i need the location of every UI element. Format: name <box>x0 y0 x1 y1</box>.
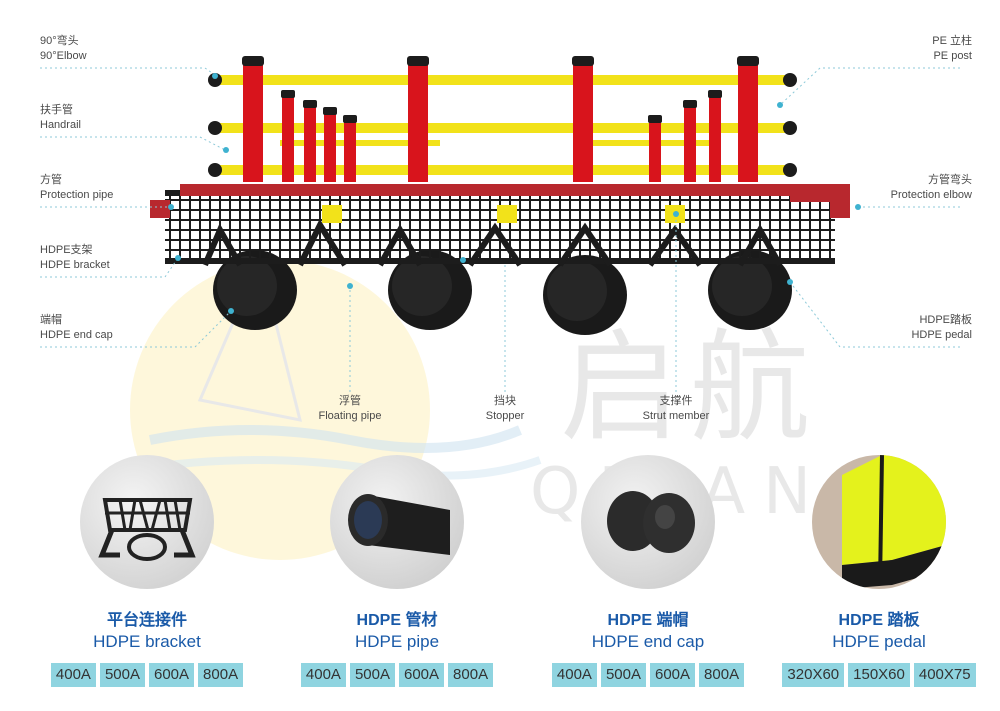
size-list: 400A 500A 600A 800A <box>32 663 262 687</box>
product-end-cap: HDPE 端帽 HDPE end cap 400A 500A 600A 800A <box>533 455 763 687</box>
size-tag: 600A <box>650 663 696 687</box>
pe-post <box>243 62 263 182</box>
size-tag: 600A <box>399 663 445 687</box>
pipe-end-cap <box>547 261 607 321</box>
post-cap <box>407 56 429 66</box>
size-list: 400A 500A 600A 800A <box>533 663 763 687</box>
watermark-cn: 启航 <box>560 319 820 458</box>
handrail <box>215 75 790 85</box>
size-tag: 400A <box>300 663 346 687</box>
elbow-cap <box>208 163 222 177</box>
post-cap <box>281 90 295 98</box>
elbow-cap <box>208 121 222 135</box>
post-cap <box>648 115 662 123</box>
callout-dots <box>168 73 861 314</box>
pe-post <box>344 120 356 182</box>
handrail-inner <box>280 140 440 146</box>
product-name-cn: HDPE 端帽 <box>607 612 689 629</box>
pe-post <box>573 62 593 182</box>
size-tag: 800A <box>448 663 494 687</box>
pe-post <box>408 62 428 182</box>
pe-post <box>684 105 696 182</box>
floating-pipes <box>213 250 792 335</box>
product-pedal: HDPE 踏板 HDPE pedal 320X60 150X60 400X75 <box>764 455 994 687</box>
size-tag: 800A <box>198 663 244 687</box>
pipe-end-cap <box>392 256 452 316</box>
elbow-cap <box>783 73 797 87</box>
pipe-end-cap <box>712 256 772 316</box>
elbow-cap <box>783 121 797 135</box>
elbow-cap <box>783 163 797 177</box>
product-name-en: HDPE bracket <box>93 632 201 651</box>
pipe-photo <box>330 455 464 589</box>
post-cap <box>708 90 722 98</box>
product-name-cn: HDPE 踏板 <box>838 612 920 629</box>
pe-post <box>282 95 294 182</box>
post-cap <box>303 100 317 108</box>
pe-post <box>738 62 758 182</box>
protection-pipe <box>150 184 850 218</box>
product-bracket: 平台连接件 HDPE bracket 400A 500A 600A 800A <box>32 455 262 687</box>
product-name-cn: HDPE 管材 <box>356 612 438 629</box>
handrail <box>215 165 790 175</box>
pe-post <box>324 112 336 182</box>
post-cap <box>683 100 697 108</box>
size-tag: 150X60 <box>848 663 910 687</box>
pipe-end-cap <box>217 256 277 316</box>
size-list: 320X60 150X60 400X75 <box>764 663 994 687</box>
product-name-en: HDPE pedal <box>832 632 926 651</box>
product-name-cn: 平台连接件 <box>106 612 187 629</box>
size-tag: 320X60 <box>782 663 845 687</box>
elbow-cap <box>208 73 222 87</box>
floating-platform-diagram <box>40 56 960 392</box>
callout-lines <box>40 67 960 392</box>
size-tag: 500A <box>99 663 145 687</box>
size-tag: 500A <box>600 663 646 687</box>
size-tag: 400A <box>50 663 96 687</box>
product-name-en: HDPE end cap <box>591 632 705 651</box>
post-cap <box>343 115 357 123</box>
size-tag: 600A <box>149 663 195 687</box>
product-name-en: HDPE pipe <box>354 632 440 651</box>
pe-post <box>304 105 316 182</box>
size-list: 400A 500A 600A 800A <box>282 663 512 687</box>
post-cap <box>242 56 264 66</box>
product-pipe: HDPE 管材 HDPE pipe 400A 500A 600A 800A <box>282 455 512 687</box>
pe-post <box>709 95 721 182</box>
post-cap <box>323 107 337 115</box>
pe-post <box>649 120 661 182</box>
size-tag: 800A <box>699 663 745 687</box>
bracket-photo <box>80 455 214 589</box>
hdpe-bracket-frame <box>165 190 835 267</box>
handrails <box>208 73 797 177</box>
post-cap <box>572 56 594 66</box>
post-cap <box>737 56 759 66</box>
size-tag: 500A <box>349 663 395 687</box>
end-cap-photo <box>581 455 715 589</box>
size-tag: 400X75 <box>913 663 976 687</box>
pedal-photo <box>812 455 946 589</box>
size-tag: 400A <box>551 663 597 687</box>
handrail <box>215 123 790 133</box>
pe-posts <box>242 56 759 182</box>
